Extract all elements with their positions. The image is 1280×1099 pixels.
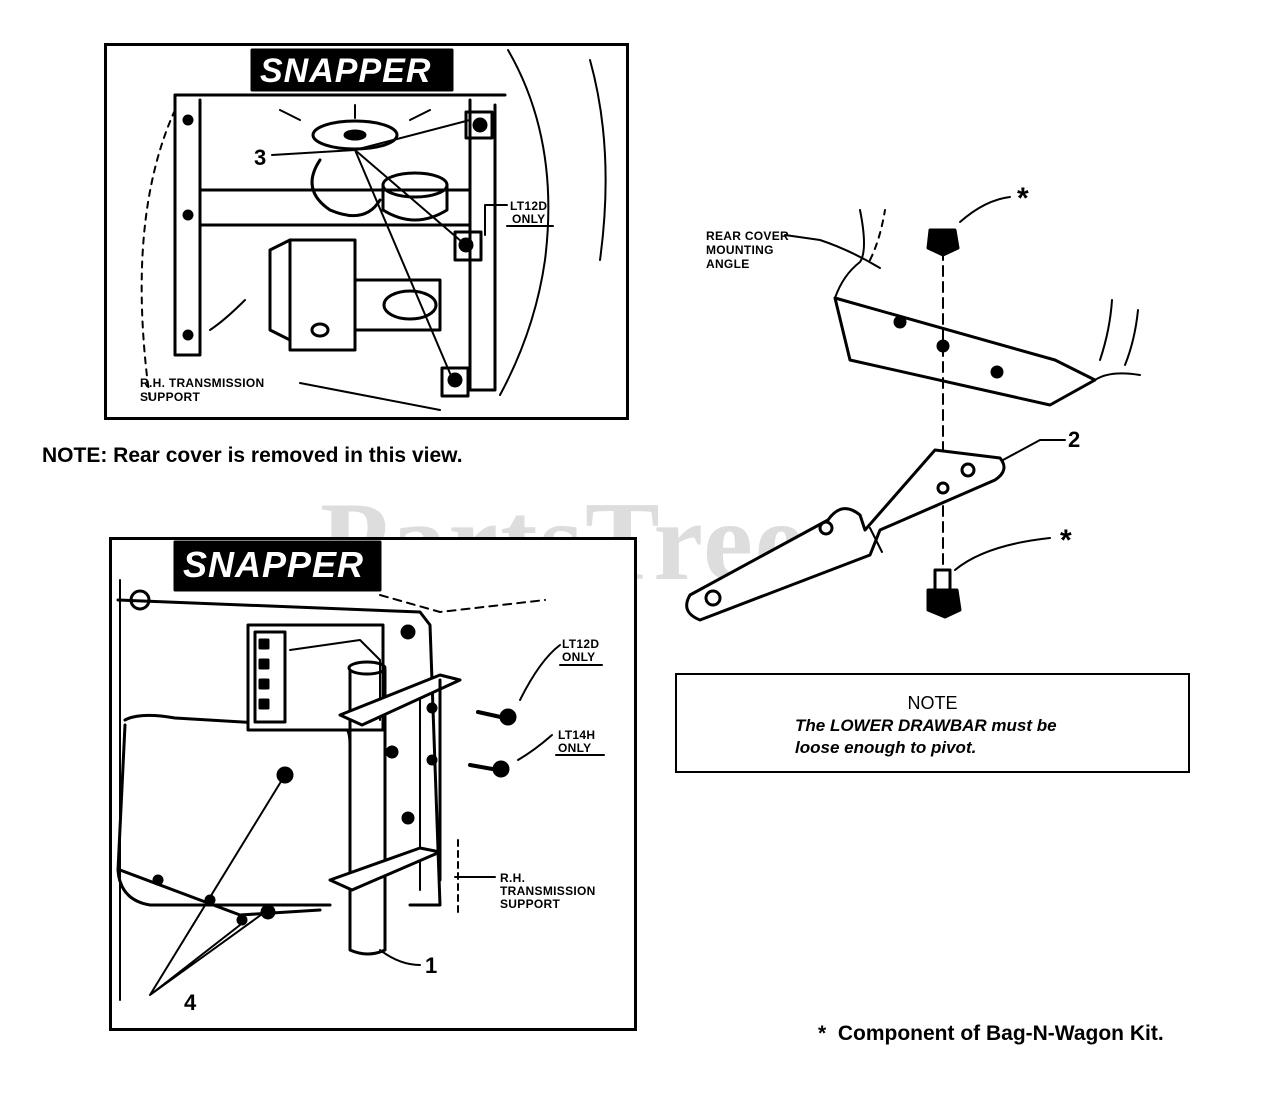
rear-cover-label-line3: ANGLE (706, 257, 750, 271)
drawbar-note-box: NOTE The LOWER DRAWBAR must be loose eno… (675, 673, 1190, 773)
top-view-frame (104, 43, 629, 420)
bottom-view-drawing (116, 540, 605, 1001)
bottom-lt14h-label-line1: LT14H (558, 728, 596, 742)
rear-cover-label-line2: MOUNTING (706, 243, 774, 257)
rear-cover-label-line1: REAR COVER (706, 229, 790, 243)
top-lt12d-label-line1: LT12D (510, 199, 548, 213)
callout-2: 2 (1068, 427, 1081, 452)
note-title: NOTE (907, 693, 958, 713)
asterisk-top-nut: * (1017, 182, 1029, 215)
bottom-rh-support-label-line3: SUPPORT (500, 897, 561, 911)
top-rh-support-label-line2: SUPPORT (140, 390, 201, 404)
top-view-drawing (140, 48, 607, 411)
bag-n-wagon-footnote: * Component of Bag-N-Wagon Kit. (818, 1022, 1164, 1045)
callout-3: 3 (254, 145, 267, 170)
top-rh-support-label-line1: R.H. TRANSMISSION (140, 376, 265, 390)
bottom-lt12d-label-line2: ONLY (562, 650, 596, 664)
callout-4: 4 (184, 990, 197, 1015)
top-brand-logo: SNAPPER (260, 52, 432, 90)
asterisk-bottom-bolt: * (1060, 524, 1072, 557)
bottom-brand-logo: SNAPPER (183, 544, 365, 585)
top-lt12d-label-line2: ONLY (512, 212, 546, 226)
bottom-view-frame (109, 537, 637, 1031)
rear-cover-removed-note: NOTE: Rear cover is removed in this view… (42, 444, 463, 467)
note-body: The LOWER DRAWBAR must be loose enough t… (795, 716, 1057, 757)
bottom-lt12d-label-line1: LT12D (562, 637, 600, 651)
bottom-rh-support-label-line1: R.H. (500, 871, 526, 885)
exploded-view-drawing (685, 196, 1141, 622)
callout-1: 1 (425, 953, 438, 978)
bottom-lt14h-label-line2: ONLY (558, 741, 592, 755)
bottom-rh-support-label-line2: TRANSMISSION (500, 884, 596, 898)
